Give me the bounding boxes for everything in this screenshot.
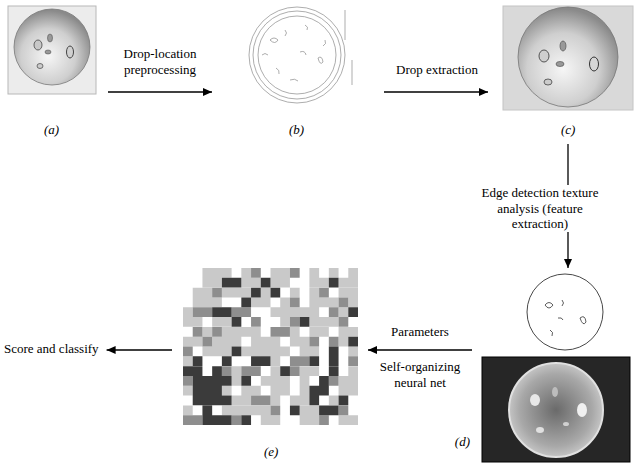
arrow-label: Parameters [368, 324, 472, 340]
som-cell-group [183, 268, 358, 425]
arrow-head [479, 88, 488, 96]
som-cell-group [183, 268, 358, 425]
arrow-line [368, 349, 472, 350]
panel-caption: (a) [44, 122, 59, 138]
arrow-label: Edge detection texture analysis (feature… [474, 185, 606, 232]
som-map-e [183, 268, 358, 425]
arrow-head [564, 259, 572, 268]
feature-image-node: (d) [478, 272, 633, 462]
arrow-label: Drop-location preprocessing [102, 46, 218, 77]
panel-caption: (c) [561, 122, 575, 138]
arrow-head [107, 346, 116, 354]
feature-image-d [482, 274, 630, 462]
som-map-node: (e) [180, 266, 362, 462]
edge-image-b [249, 7, 352, 103]
arrow-line [108, 91, 212, 92]
flow-arrow [384, 88, 488, 96]
drop-image-node: (a) [6, 4, 98, 140]
process-label: Self-organizing neural net [364, 359, 476, 390]
drop-image-a [8, 6, 96, 94]
output-node: Score and classify [4, 341, 99, 357]
flow-arrow [368, 346, 472, 354]
arrow-head [203, 88, 212, 96]
arrow-line [384, 91, 488, 92]
som-cell-group [183, 278, 358, 425]
extracted-drop-node: (c) [500, 4, 636, 140]
panel-caption: (e) [264, 444, 278, 460]
edge-image-node: (b) [222, 0, 372, 140]
panel-caption: (d) [455, 434, 470, 450]
som-cell-group [183, 268, 358, 425]
drop-image-c [503, 6, 633, 110]
arrow-label: Drop extraction [380, 62, 494, 78]
flow-arrow [108, 88, 212, 96]
flow-arrow [107, 346, 172, 354]
arrow-head [368, 346, 377, 354]
arrow-line [107, 349, 172, 350]
output-label: Score and classify [4, 341, 99, 357]
panel-caption: (b) [289, 122, 304, 138]
